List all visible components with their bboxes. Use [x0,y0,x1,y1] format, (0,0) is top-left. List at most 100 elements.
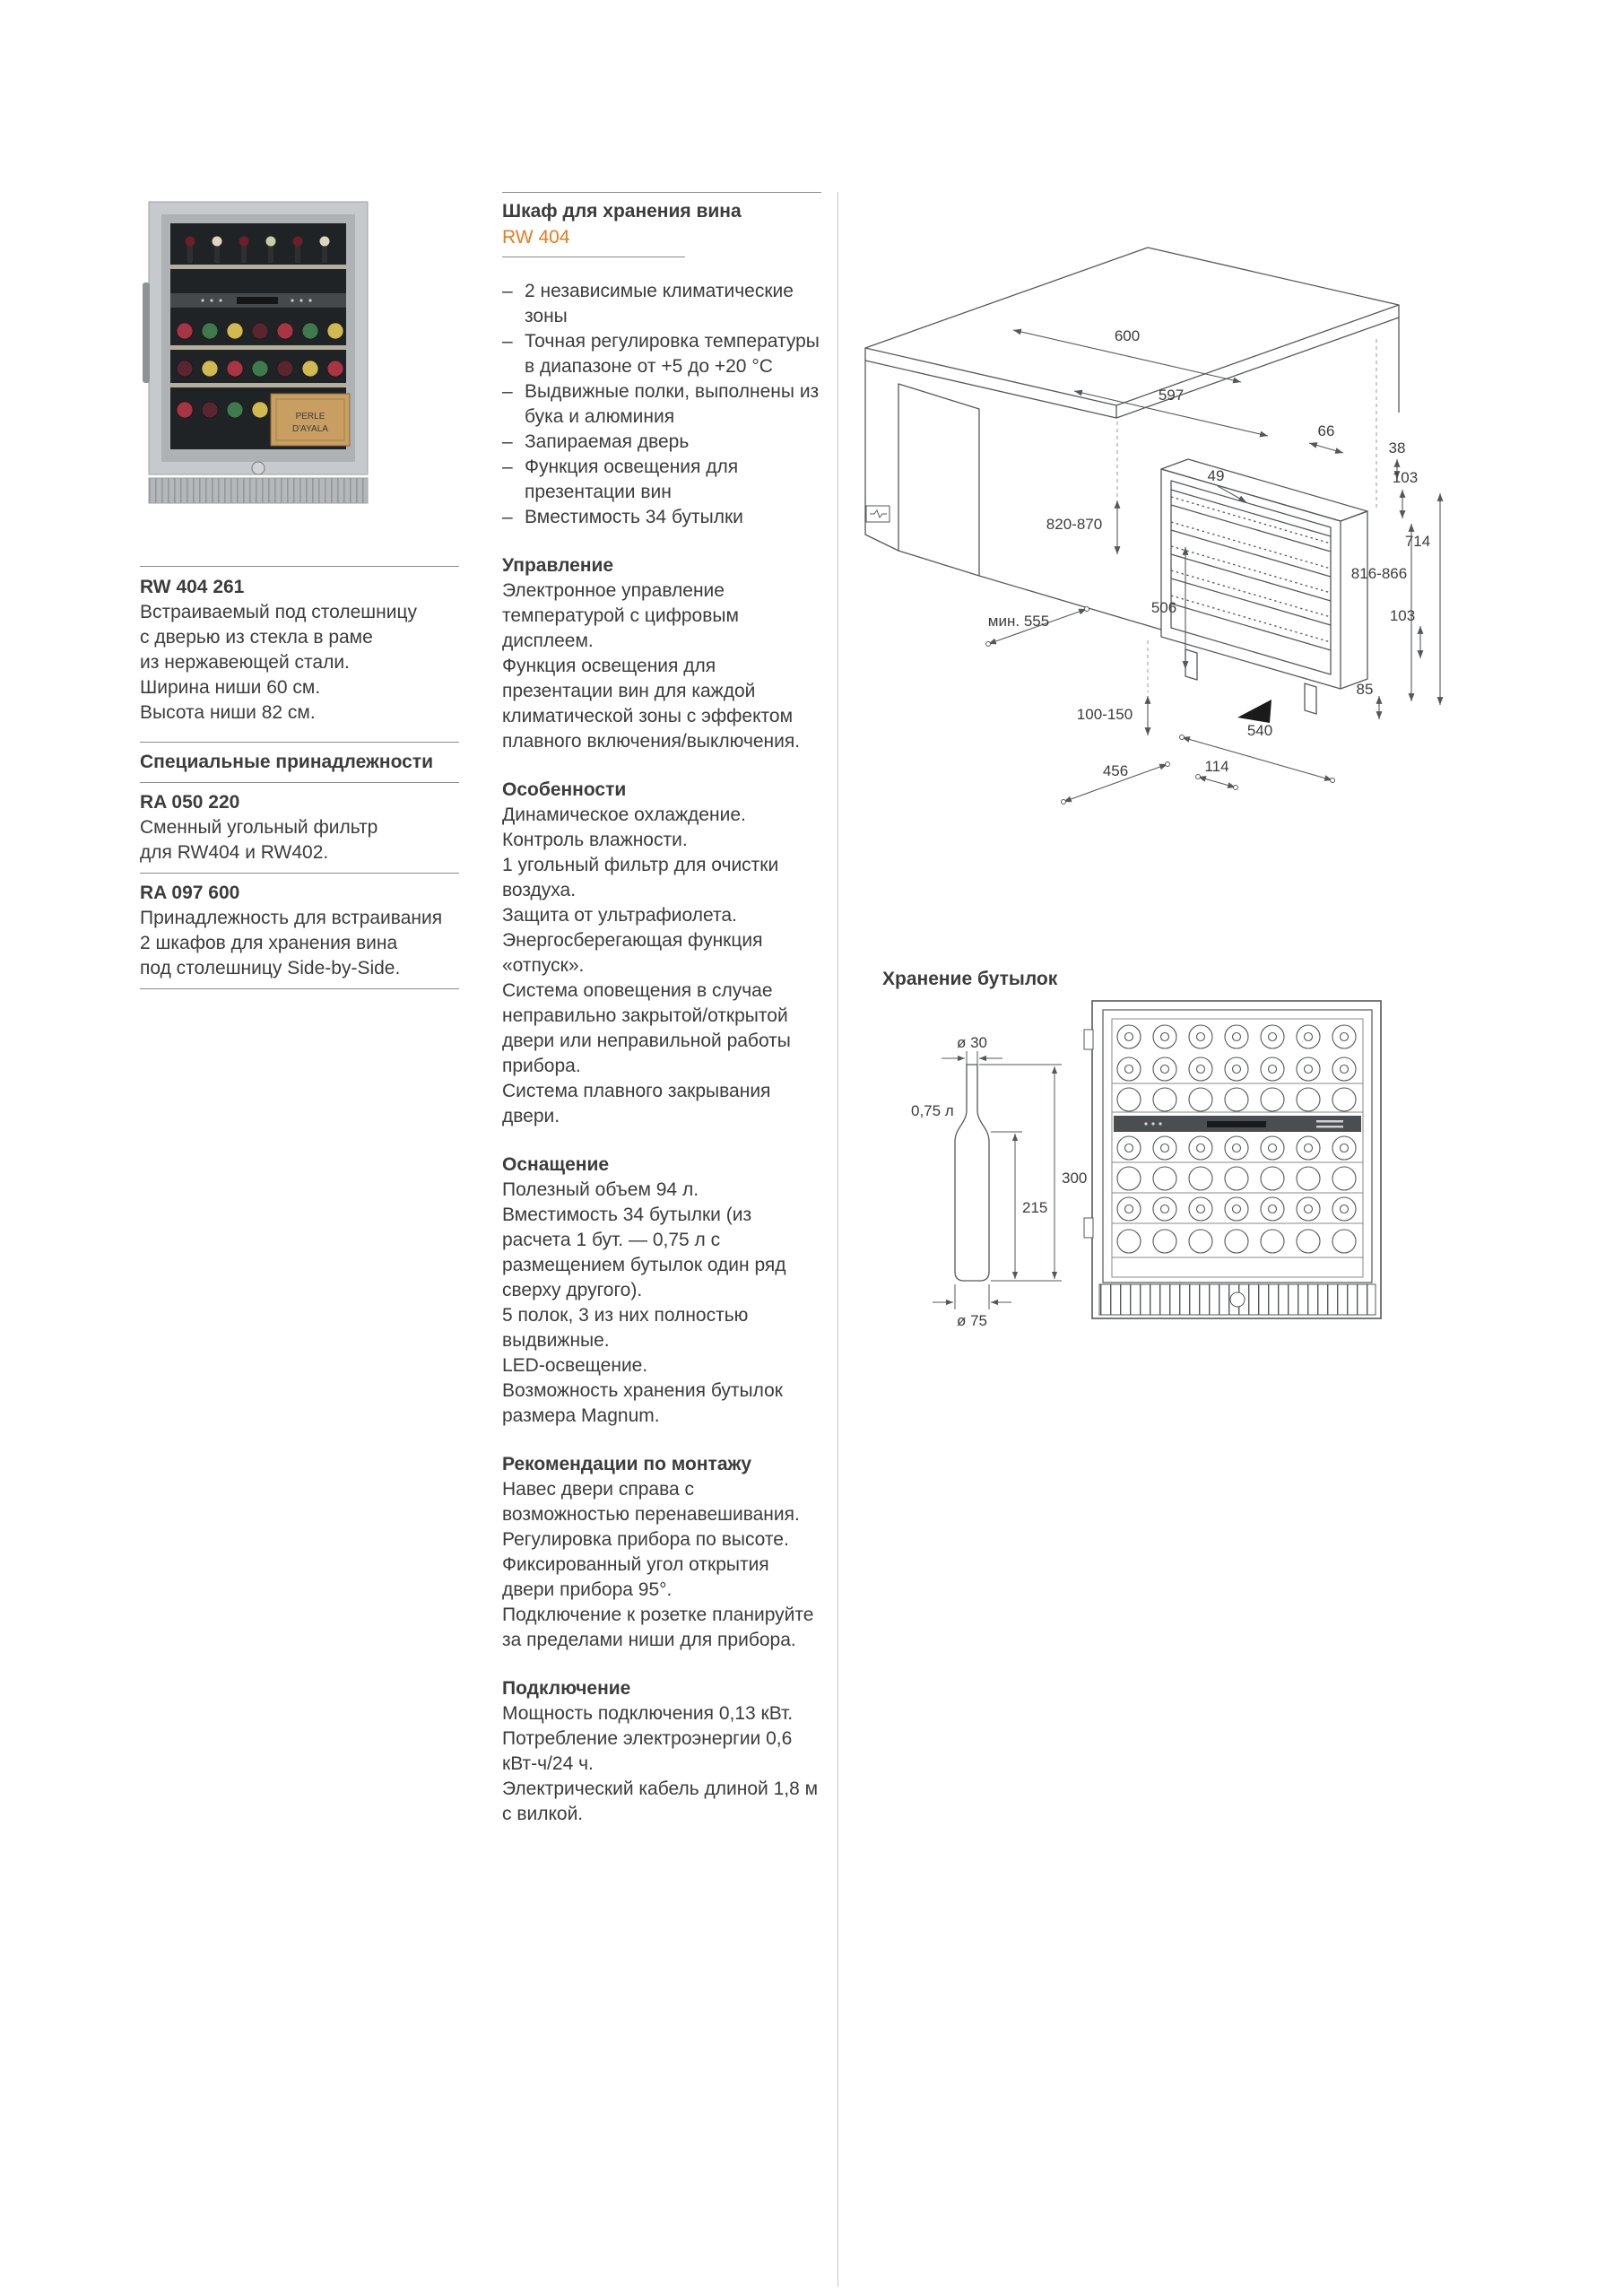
bullet: – [502,507,513,527]
dimension-endpoints [985,606,1335,804]
bullet: – [502,281,513,301]
hinge-mark [1083,1029,1094,1050]
model-number: RW 404 [502,227,570,248]
plinth-vent [148,477,369,504]
accessory-line: под столешницу Side-by-Side. [140,958,401,978]
bottle-dimension-labels: ø 30 0,75 л 215 300 ø 75 [911,1034,1087,1329]
brand-logo-icon [251,461,265,475]
wine-cabinet-photo: PERLE D'AYALA [143,201,369,504]
dim-volume: 0,75 л [911,1102,954,1119]
crate-label-line1: PERLE [296,412,325,422]
feature-text: Выдвижные полки, выполнены из бука и алю… [525,381,820,427]
body-line: LED-освещение. [502,1355,648,1376]
dim-714: 714 [1405,533,1430,550]
divider [140,873,459,874]
dim-49: 49 [1208,467,1225,484]
accessories: Специальные принадлежности RA 050 220 См… [140,742,459,989]
accessory-line: Принадлежность для встраивания [140,908,443,928]
dim-215: 215 [1022,1199,1047,1216]
page-title: Шкаф для хранения вина [502,201,742,222]
body-line: Система плавного закрывания двери. [502,1081,771,1126]
dim-540: 540 [1247,722,1272,739]
section-title: Оснащение [502,1154,610,1175]
dim-66: 66 [1318,422,1335,439]
dimension-lines [987,328,1444,803]
divider [140,742,459,743]
body-line: Защита от ультрафиолета. [502,905,737,926]
product-line: с дверью из стекла в раме [140,627,373,648]
feature-text: Точная регулировка температуры в диапазо… [525,331,820,377]
wine-crate: PERLE D'AYALA [270,393,351,447]
body-line: Энергосберегающая функция «отпуск». [502,930,763,976]
bottle-storage-diagram: ø 30 0,75 л 215 300 ø 75 [879,997,1453,1361]
divider [140,782,459,783]
dim-103-top: 103 [1393,469,1418,486]
body-line: 1 угольный фильтр для очистки воздуха. [502,855,779,900]
bottle-rows [176,322,344,340]
product-description: RW 404 261 Встраиваемый под столешницу с… [140,566,459,726]
bullet: – [502,457,513,477]
feature-item: –Вместимость 34 бутылки [502,505,821,530]
accessory-code: RA 050 220 [140,792,240,813]
dim-dia75: ø 75 [957,1312,987,1329]
section-header: Шкаф для хранения вина RW 404 [502,192,821,257]
bullet: – [502,431,513,452]
feature-item: –Точная регулировка температуры в диапаз… [502,329,821,379]
feature-text: Функция освещения для презентации вин [525,457,739,502]
body-line: Вместимость 34 бутылки (из расчета 1 бут… [502,1205,786,1300]
installation-diagram: 600 597 66 38 103 49 714 820-870 816-866… [852,204,1515,846]
product-line: Встраиваемый под столешницу [140,602,418,622]
body-line: Контроль влажности. [502,830,688,850]
middle-column: Шкаф для хранения вина RW 404 –2 независ… [502,192,821,1827]
section-title: Особенности [502,779,627,800]
dim-816-866: 816-866 [1351,565,1407,582]
accessory-line: Сменный угольный фильтр [140,817,378,838]
product-line: Ширина ниши 60 см. [140,677,321,698]
feature-item: –Функция освещения для презентации вин [502,455,821,505]
left-column: PERLE D'AYALA RW 404 261 Встраиваемый по… [140,196,459,996]
feature-list: –2 независимые климатические зоны –Точна… [502,279,821,530]
section-title: Управление [502,555,614,576]
bottle-storage-title: Хранение бутылок [882,969,1058,989]
dim-600: 600 [1115,327,1140,344]
body-line: Электронное управление температурой с ци… [502,580,739,651]
dim-100-150: 100-150 [1077,706,1133,723]
cabinet-front-view [1083,1000,1382,1319]
hinge-mark [1083,1217,1094,1239]
dimension-labels: 600 597 66 38 103 49 714 820-870 816-866… [988,327,1430,779]
dim-85: 85 [1357,681,1374,698]
dim-min555: мин. 555 [988,613,1049,630]
body-line: Возможность хранения бутылок размера Mag… [502,1380,783,1426]
airflow-arrow-icon [1237,700,1271,723]
dim-597: 597 [1159,387,1184,404]
feature-item: –2 независимые климатические зоны [502,279,821,329]
product-photo: PERLE D'AYALA [140,196,377,510]
bullet: – [502,331,513,352]
divider [140,988,459,989]
feature-item: –Выдвижные полки, выполнены из бука и ал… [502,379,821,430]
divider [502,192,821,193]
divider [140,566,459,567]
body-line: Мощность подключения 0,13 кВт. [502,1703,794,1724]
body-line: Потребление электроэнергии 0,6 кВт-ч/24 … [502,1728,793,1774]
dim-506: 506 [1151,599,1176,616]
dim-38: 38 [1389,439,1406,457]
brand-logo-icon [1229,1292,1245,1308]
bottle-outline [954,1064,990,1282]
body-line: Навес двери справа с возможностью перена… [502,1479,800,1525]
door-handle [143,283,150,383]
dim-456: 456 [1103,762,1128,779]
feature-text: Вместимость 34 бутылки [525,507,743,527]
accessory-line: для RW404 и RW402. [140,842,329,863]
body-line: Электрический кабель длиной 1,8 м с вилк… [502,1779,819,1824]
accessories-title: Специальные принадлежности [140,752,433,772]
body-line: Система оповещения в случае неправильно … [502,980,791,1076]
bottle-dimension-lines [933,1051,1062,1309]
product-line: из нержавеющей стали. [140,652,350,673]
feature-text: Запираемая дверь [525,431,690,452]
bullet: – [502,381,513,402]
body-line: Функция освещения для презентации вин дл… [502,656,801,752]
control-panel [170,293,346,308]
installation-diagram-svg: 600 597 66 38 103 49 714 820-870 816-866… [864,247,1444,804]
body-line: Подключение к розетке планируйте за пред… [502,1605,814,1650]
